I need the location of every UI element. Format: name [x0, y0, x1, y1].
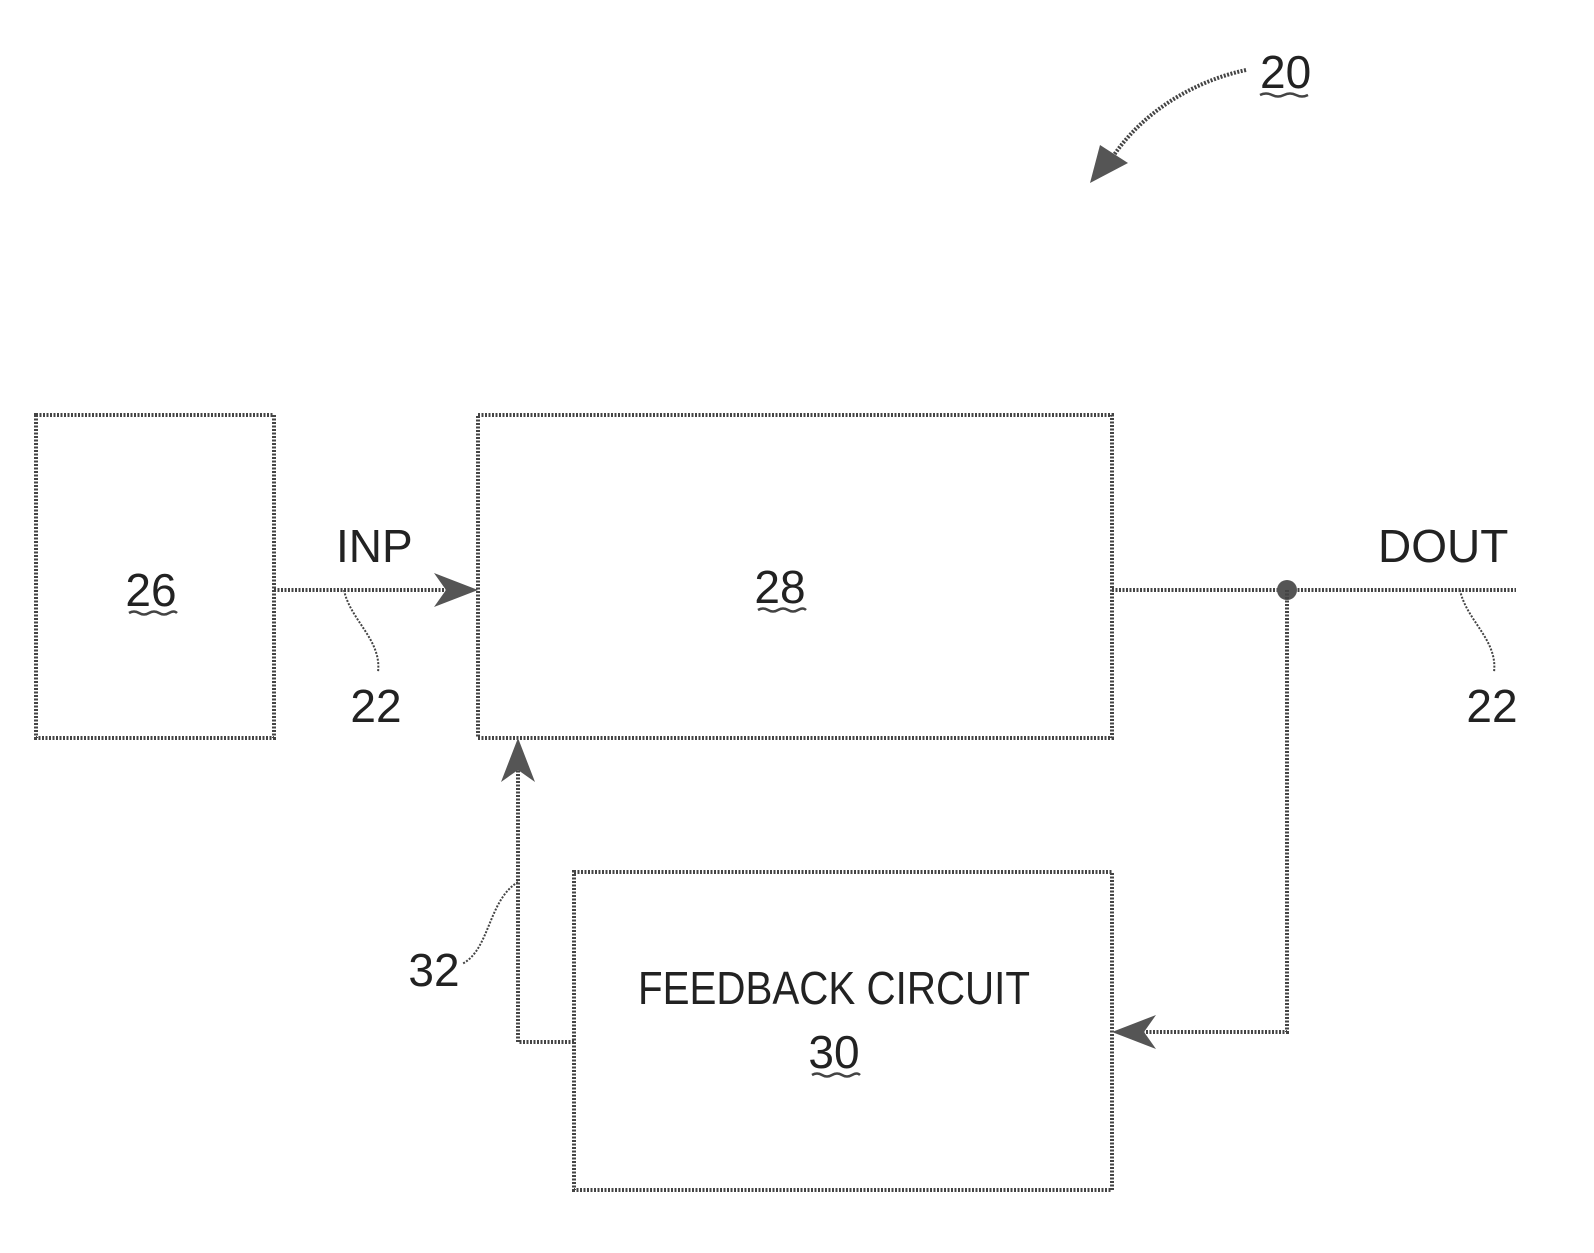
output-signal-label: DOUT [1378, 520, 1508, 572]
input-line-ref-leader [344, 590, 378, 672]
figure-ref-arrow-line [1112, 70, 1246, 158]
output-line-ref-leader [1460, 590, 1494, 672]
input-signal-label: INP [336, 520, 413, 572]
input-signal-arrowhead [434, 573, 478, 607]
block-28-ref: 28 [754, 561, 805, 613]
output-line-ref: 22 [1466, 680, 1517, 732]
feedback-line-ref: 32 [408, 944, 459, 996]
block-26-ref: 26 [125, 564, 176, 616]
feedback-input-arrowhead [1112, 1015, 1156, 1049]
feedback-output-line [518, 766, 574, 1042]
feedback-input-line [1140, 590, 1287, 1032]
feedback-circuit-ref: 30 [808, 1026, 859, 1078]
feedback-line-ref-leader [462, 882, 518, 964]
figure-ref-arrowhead [1090, 145, 1128, 183]
figure-ref-label: 20 [1260, 46, 1311, 98]
input-line-ref: 22 [350, 680, 401, 732]
feedback-circuit-label: FEEDBACK CIRCUIT [638, 962, 1030, 1014]
